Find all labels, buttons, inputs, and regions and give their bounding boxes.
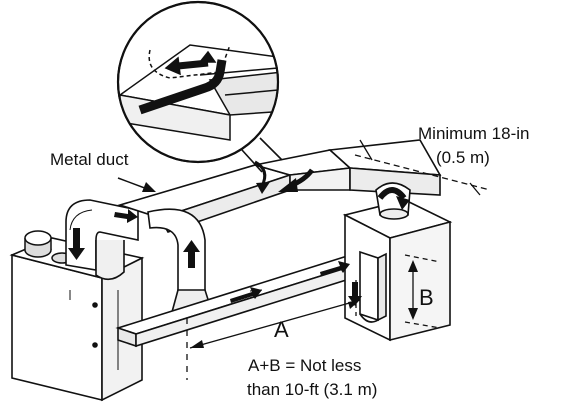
flexible-duct-right	[147, 208, 214, 313]
rule-label-line2: than 10-ft (3.1 m)	[247, 380, 378, 399]
minimum-distance-metric-label: (0.5 m)	[436, 148, 490, 167]
dimension-a-label: A	[274, 317, 289, 342]
dimension-minimum-18in	[354, 139, 491, 196]
vertical-riser	[359, 250, 387, 323]
minimum-distance-label: Minimum 18-in	[418, 124, 530, 143]
dimension-b-label: B	[419, 285, 434, 310]
dimension-b	[404, 254, 441, 329]
metal-duct-pointer	[117, 177, 156, 192]
rule-label-line1: A+B = Not less	[248, 356, 362, 375]
detail-magnifier-circle	[116, 0, 283, 173]
flow-arrow-icon	[68, 160, 410, 306]
metal-duct-label: Metal duct	[50, 150, 129, 169]
